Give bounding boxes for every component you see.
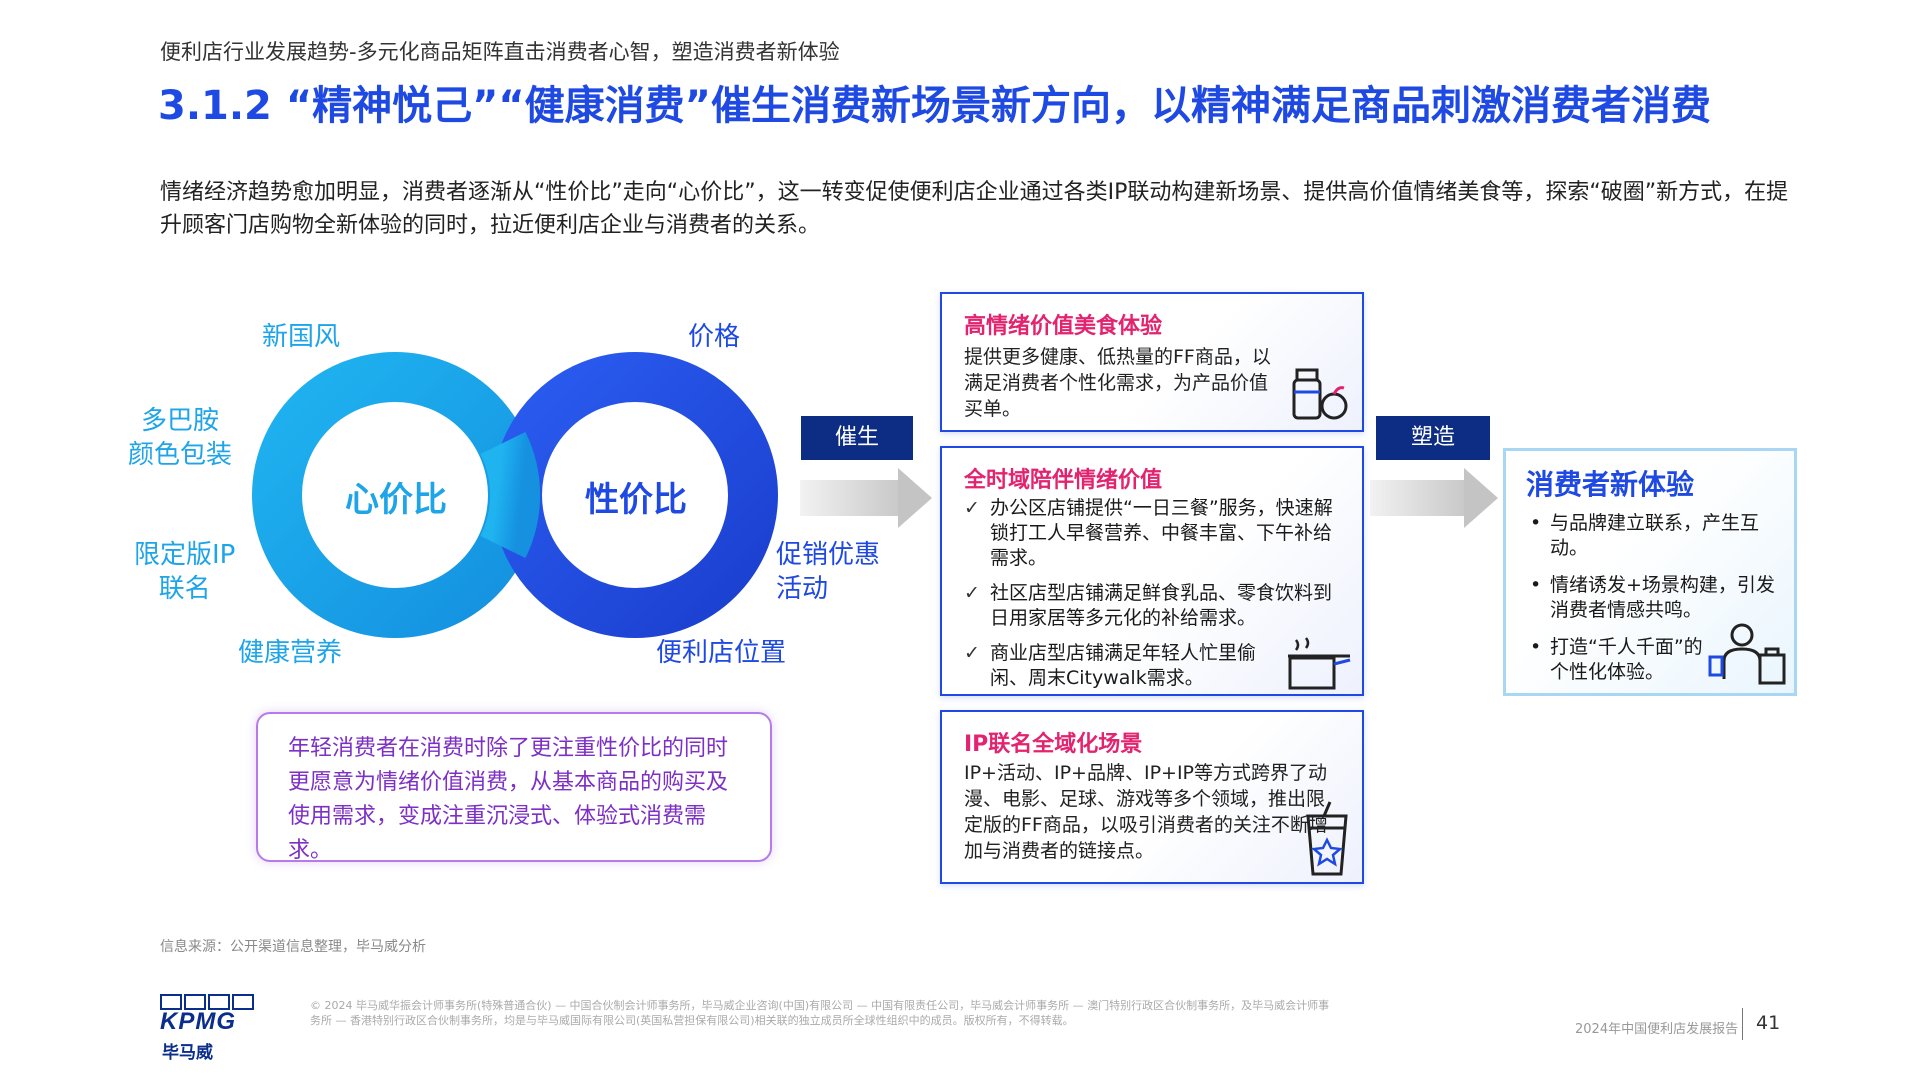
card-2-item: ✓ 办公区店铺提供“一日三餐”服务，快速解锁打工人早餐营养、中餐丰富、下午补给需求… [964, 496, 1344, 571]
card-2-item: ✓ 社区店型店铺满足鲜食乳品、零食饮料到日用家居等多元化的补给需求。 [964, 581, 1344, 631]
arrow-1-head [898, 468, 932, 528]
card-food-experience: 高情绪价值美食体验 提供更多健康、低热量的FF商品，以满足消费者个性化需求，为产… [940, 292, 1364, 432]
shopper-icon [1708, 623, 1786, 685]
kpmg-logo-text: KPMG [160, 1008, 236, 1035]
result-item: • 与品牌建立联系，产生互动。 [1516, 511, 1776, 561]
card-2-item-text: 办公区店铺提供“一日三餐”服务，快速解锁打工人早餐营养、中餐丰富、下午补给需求。 [990, 497, 1333, 569]
keyword-new-guofeng: 新国风 [262, 322, 341, 352]
drink-cup-icon [1306, 801, 1348, 876]
page-title: 3.1.2 “精神悦己”“健康消费”催生消费新场景新方向，以精神满足商品刺激消费… [158, 83, 1711, 129]
result-list: • 与品牌建立联系，产生互动。 • 情绪诱发+场景构建，引发消费者情感共鸣。 • 打造… [1516, 511, 1776, 697]
bullet-icon: • [1530, 574, 1542, 596]
card-ip-collab: IP联名全域化场景 IP+活动、IP+品牌、IP+IP等方式跨界了动漫、电影、足… [940, 710, 1364, 884]
keyword-dopamine-packaging: 多巴胺 颜色包装 [128, 404, 232, 472]
keyword-dopamine-text: 多巴胺 颜色包装 [128, 406, 233, 470]
check-icon: ✓ [964, 497, 980, 519]
result-item-text: 情绪诱发+场景构建，引发消费者情感共鸣。 [1550, 574, 1775, 621]
card-3-title: IP联名全域化场景 [964, 732, 1143, 757]
keyword-promotion: 促销优惠 活动 [776, 538, 880, 606]
result-item: • 情绪诱发+场景构建，引发消费者情感共鸣。 [1516, 573, 1776, 623]
keyword-store-location: 便利店位置 [656, 638, 787, 668]
result-item-text: 与品牌建立联系，产生互动。 [1550, 512, 1760, 559]
keyword-price: 价格 [688, 322, 741, 352]
page-number: 41 [1756, 1012, 1781, 1034]
card-2-item-text: 社区店型店铺满足鲜食乳品、零食饮料到日用家居等多元化的补给需求。 [990, 582, 1333, 629]
note-box: 年轻消费者在消费时除了更注重性价比的同时更愿意为情绪价值消费，从基本商品的购买及… [256, 712, 772, 863]
kpmg-logo: KPMG [160, 994, 256, 1036]
healthy-food-icon [1292, 368, 1348, 420]
card-emotional-companion: 全时域陪伴情绪价值 ✓ 办公区店铺提供“一日三餐”服务，快速解锁打工人早餐营养、中… [940, 446, 1364, 696]
card-1-title: 高情绪价值美食体验 [964, 314, 1163, 339]
footer-divider [1742, 1008, 1743, 1040]
center-label-left: 心价比 [345, 480, 447, 520]
card-2-item: ✓ 商业店型店铺满足年轻人忙里偷闲、周末Citywalk需求。 [964, 641, 1280, 691]
bullet-icon: • [1530, 636, 1542, 658]
center-label-right: 性价比 [585, 480, 687, 520]
bullet-icon: • [1530, 512, 1542, 534]
card-2-title: 全时域陪伴情绪价值 [964, 468, 1163, 493]
legal-text: © 2024 毕马威华振会计师事务所(特殊普通合伙) — 中国合伙制会计师事务所… [310, 999, 1330, 1027]
result-title: 消费者新体验 [1526, 468, 1695, 501]
arrow-2-head [1464, 468, 1498, 528]
keyword-promotion-text: 促销优惠 活动 [776, 540, 881, 604]
consumer-experience-card: 消费者新体验 • 与品牌建立联系，产生互动。 • 情绪诱发+场景构建，引发消费者情感… [1503, 448, 1797, 696]
card-2-list: ✓ 办公区店铺提供“一日三餐”服务，快速解锁打工人早餐营养、中餐丰富、下午补给需求… [964, 496, 1344, 701]
check-icon: ✓ [964, 642, 980, 664]
keyword-limited-ip-text: 限定版IP 联名 [134, 540, 236, 604]
arrow-1-body [800, 480, 898, 516]
check-icon: ✓ [964, 582, 980, 604]
note-text: 年轻消费者在消费时除了更注重性价比的同时更愿意为情绪价值消费，从基本商品的购买及… [288, 736, 729, 863]
result-item-text: 打造“千人千面”的个性化体验。 [1550, 636, 1703, 683]
cooking-pot-icon [1288, 637, 1351, 690]
report-name: 2024年中国便利店发展报告 [1575, 1022, 1739, 1037]
infinity-rings [252, 352, 778, 638]
section-label: 便利店行业发展趋势-多元化商品矩阵直击消费者心智，塑造消费者新体验 [160, 40, 840, 64]
tag-generate: 催生 [801, 416, 913, 460]
tag-shape: 塑造 [1376, 416, 1490, 460]
arrow-2-body [1370, 480, 1464, 516]
keyword-limited-ip: 限定版IP 联名 [134, 538, 235, 606]
card-3-text: IP+活动、IP+品牌、IP+IP等方式跨界了动漫、电影、足球、游戏等多个领域，… [964, 762, 1328, 862]
result-item: • 打造“千人千面”的个性化体验。 [1516, 635, 1720, 685]
intro-paragraph: 情绪经济趋势愈加明显，消费者逐渐从“性价比”走向“心价比”，这一转变促使便利店企… [160, 180, 1789, 238]
left-ring-overlap [480, 431, 541, 559]
card-1-text: 提供更多健康、低热量的FF商品，以满足消费者个性化需求，为产品价值买单。 [964, 346, 1271, 420]
keyword-health-nutrition: 健康营养 [238, 638, 343, 668]
kpmg-chinese-name: 毕马威 [162, 1043, 213, 1063]
card-2-item-text: 商业店型店铺满足年轻人忙里偷闲、周末Citywalk需求。 [990, 642, 1257, 689]
source-note: 信息来源：公开渠道信息整理，毕马威分析 [160, 939, 426, 955]
